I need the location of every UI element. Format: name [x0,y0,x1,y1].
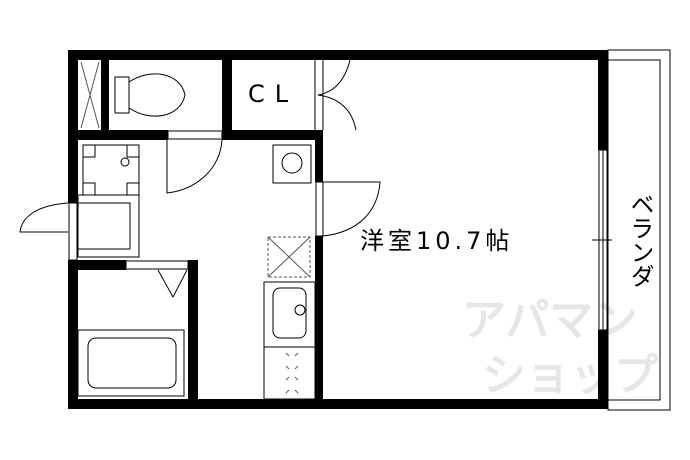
balcony-label: ベランダ [626,192,654,288]
bath-door-frame [125,260,189,270]
watermark-line2: ショップ [482,350,658,401]
outer-walls [68,50,608,409]
stove-icon [263,346,316,400]
closet-label: CL [248,80,298,108]
toilet-icon [114,73,186,117]
refrigerator-icon [272,144,312,184]
washing-machine-icon [82,144,140,196]
entrance-door[interactable] [19,202,69,233]
vanity-icon [77,194,140,258]
interior-walls [78,60,323,406]
entrance-frame [68,202,78,261]
main-room-label: 洋室10.7帖 [360,227,513,255]
watermark-line1: アパマン [462,295,637,346]
toilet-door[interactable] [166,139,223,194]
room-door[interactable] [322,181,381,237]
bath-door[interactable] [157,269,188,299]
kitchen-sink-icon [263,281,316,348]
range-hood-icon [267,236,311,278]
closet-doors[interactable] [314,59,357,131]
toilet-door-frame [167,130,223,140]
balcony-window [592,149,612,331]
storage-shelf [80,61,100,129]
room-door-frame [315,181,324,237]
balcony-inner [607,59,661,401]
bathtub-icon [77,329,185,397]
watermark: アパマン ショップ [462,295,658,401]
